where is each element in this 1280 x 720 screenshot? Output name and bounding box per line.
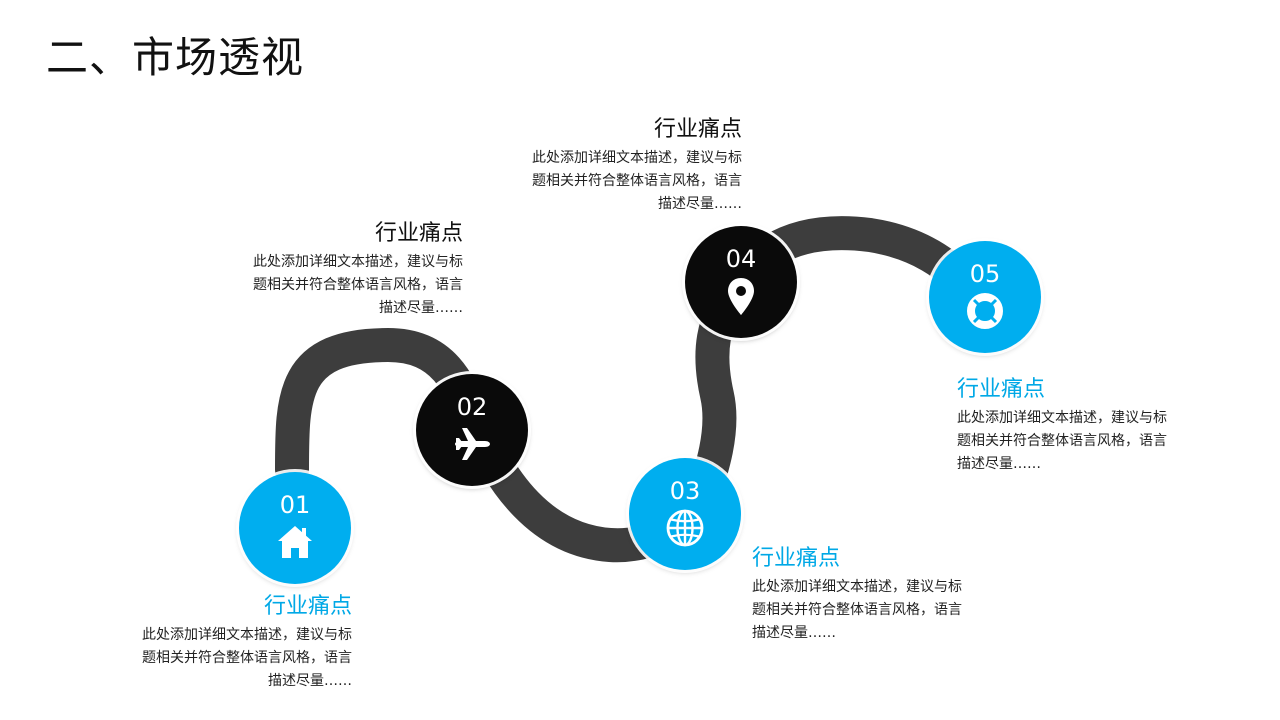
step-node-02: 02: [416, 374, 528, 486]
step-node-01: 01: [239, 472, 351, 584]
step-description: 此处添加详细文本描述，建议与标 题相关并符合整体语言风格，语言 描述尽量……: [253, 254, 463, 316]
step-number: 04: [725, 245, 757, 273]
step-heading: 行业痛点: [752, 546, 841, 571]
globe-icon: [665, 508, 705, 548]
step-heading: 行业痛点: [957, 377, 1046, 402]
step-node-03: 03: [629, 458, 741, 570]
step-text-03: 行业痛点 此处添加详细文本描述，建议与标 题相关并符合整体语言风格，语言 描述尽…: [752, 544, 1012, 645]
home-icon: [275, 522, 315, 562]
step-description: 此处添加详细文本描述，建议与标 题相关并符合整体语言风格，语言 描述尽量……: [142, 627, 352, 689]
step-node-05: 05: [929, 241, 1041, 353]
step-text-05: 行业痛点 此处添加详细文本描述，建议与标 题相关并符合整体语言风格，语言 描述尽…: [957, 375, 1217, 476]
step-text-01: 行业痛点 此处添加详细文本描述，建议与标 题相关并符合整体语言风格，语言 描述尽…: [92, 592, 352, 693]
step-number: 02: [456, 393, 488, 421]
step-heading: 行业痛点: [263, 594, 352, 619]
step-description: 此处添加详细文本描述，建议与标 题相关并符合整体语言风格，语言 描述尽量……: [752, 579, 962, 641]
airplane-icon: [452, 424, 492, 464]
step-node-04: 04: [685, 226, 797, 338]
page-title: 二、市场透视: [46, 33, 305, 82]
lifebuoy-icon: [965, 291, 1005, 331]
step-heading: 行业痛点: [653, 117, 742, 142]
location-pin-icon: [721, 276, 761, 316]
step-number: 05: [969, 260, 1001, 288]
step-text-02: 行业痛点 此处添加详细文本描述，建议与标 题相关并符合整体语言风格，语言 描述尽…: [203, 219, 463, 320]
step-heading: 行业痛点: [374, 221, 463, 246]
step-number: 03: [669, 477, 701, 505]
step-text-04: 行业痛点 此处添加详细文本描述，建议与标 题相关并符合整体语言风格，语言 描述尽…: [482, 115, 742, 216]
step-description: 此处添加详细文本描述，建议与标 题相关并符合整体语言风格，语言 描述尽量……: [532, 150, 742, 212]
step-description: 此处添加详细文本描述，建议与标 题相关并符合整体语言风格，语言 描述尽量……: [957, 410, 1167, 472]
step-number: 01: [279, 491, 311, 519]
